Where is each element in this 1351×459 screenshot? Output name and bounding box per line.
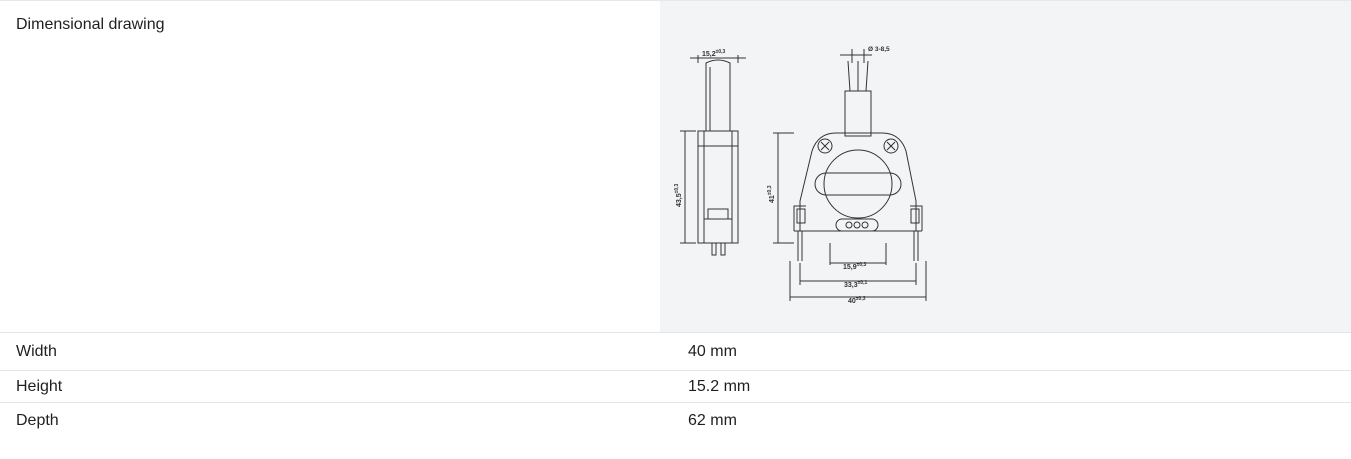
front-height-dim: 41±0,3	[767, 185, 776, 203]
spec-value: 40 mm	[688, 342, 737, 360]
spec-row-height: Height 15.2 mm	[0, 370, 1351, 402]
dimensional-drawing-label: Dimensional drawing	[16, 16, 165, 33]
spec-label: Height	[16, 377, 63, 395]
cable-diameter-dim: Ø 3-8,5	[868, 46, 890, 53]
dimensional-drawing-row: Dimensional drawing	[0, 0, 1351, 332]
dim-c: 40±0,3	[848, 296, 866, 305]
spec-row-depth: Depth 62 mm	[0, 402, 1351, 439]
dim-a: 15,9±0,3	[843, 262, 867, 271]
spec-value: 15.2 mm	[688, 377, 751, 395]
dim-b: 33,3±0,1	[844, 280, 868, 289]
spec-label: Width	[16, 342, 57, 360]
dimensional-drawing-image: 15,2±0,3 43,5±0,3 Ø 3-8,5 41±0,3 15,9±0,…	[674, 46, 927, 305]
spec-row-width: Width 40 mm	[0, 332, 1351, 370]
spec-value: 62 mm	[688, 412, 737, 429]
side-width-dim: 15,2±0,3	[702, 49, 726, 58]
side-height-dim: 43,5±0,3	[674, 183, 683, 207]
spec-label: Depth	[16, 412, 59, 429]
product-dimensions-table: Dimensional drawing	[0, 0, 1351, 439]
dimensional-drawing-cell: 15,2±0,3 43,5±0,3 Ø 3-8,5 41±0,3 15,9±0,…	[660, 1, 1351, 332]
